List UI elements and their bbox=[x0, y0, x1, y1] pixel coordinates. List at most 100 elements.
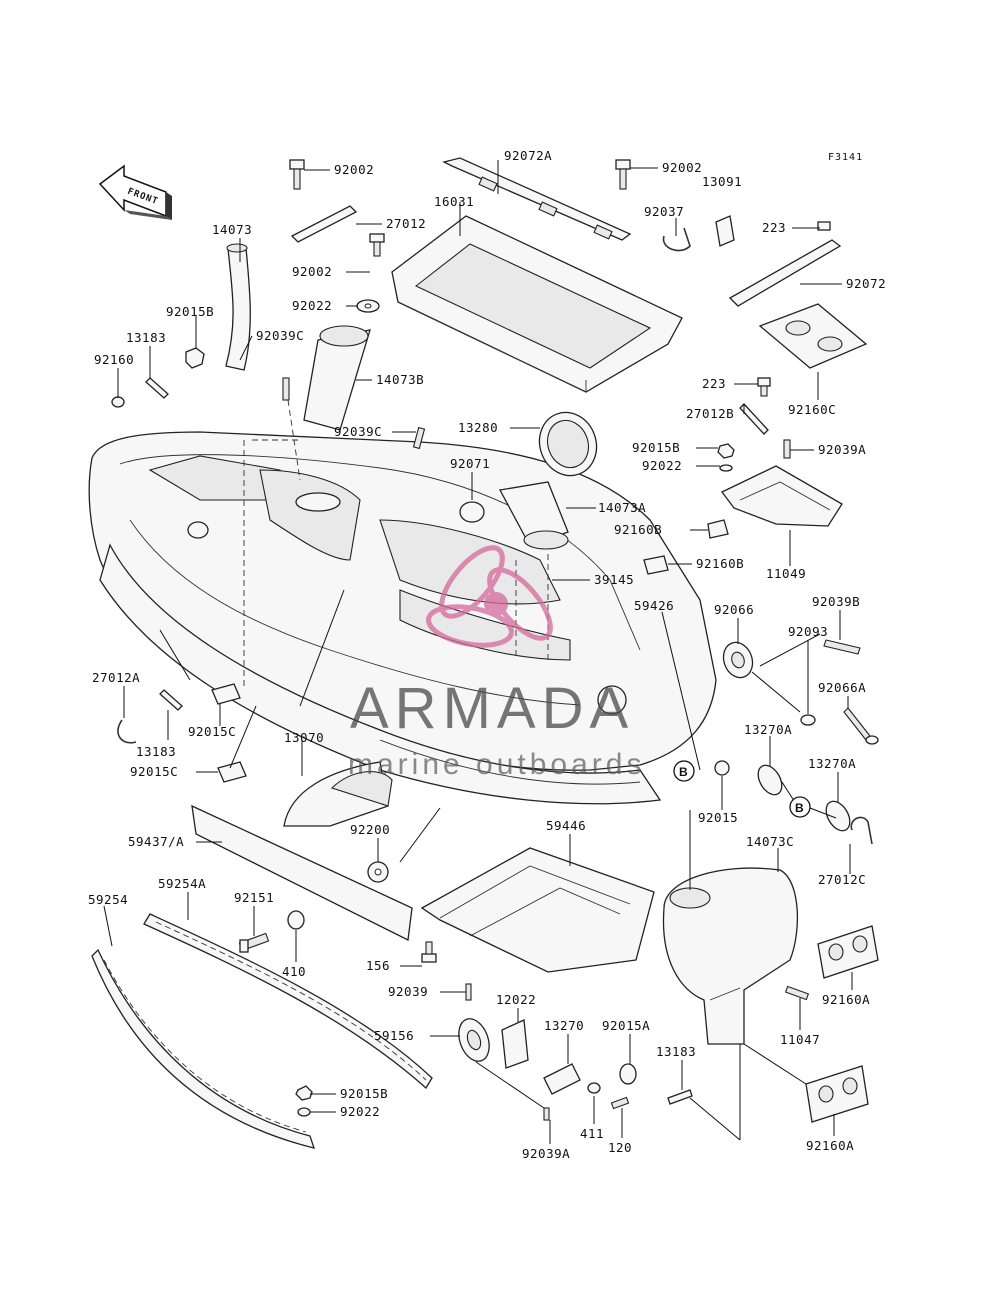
watermark-brand: ARMADA bbox=[350, 676, 634, 741]
label-92160b-b: 92160B bbox=[696, 556, 744, 571]
bracket-92072 bbox=[728, 221, 842, 307]
screw-120 bbox=[610, 1096, 630, 1110]
pin-92039b bbox=[823, 639, 861, 655]
plate-13270 bbox=[543, 1063, 581, 1095]
label-13183-b: 13183 bbox=[136, 744, 176, 759]
propeller-logo-icon bbox=[426, 545, 553, 648]
label-92015c-b: 92015C bbox=[130, 764, 178, 779]
label-92039a-b: 92039A bbox=[522, 1146, 570, 1161]
storage-tray-16031 bbox=[391, 215, 683, 393]
label-59156: 59156 bbox=[374, 1028, 414, 1043]
clip-13183-lower bbox=[667, 1089, 693, 1105]
front-arrow-icon: FRONT bbox=[98, 164, 172, 220]
grommet-92160 bbox=[111, 396, 125, 408]
label-92015c-a: 92015C bbox=[188, 724, 236, 739]
clip-27012a bbox=[117, 719, 137, 744]
bracket-92015c-lower bbox=[217, 761, 247, 783]
label-14073c: 14073C bbox=[746, 834, 794, 849]
label-92071: 92071 bbox=[450, 456, 490, 471]
label-92022-c: 92022 bbox=[340, 1104, 380, 1119]
strake-59254 bbox=[91, 948, 315, 1149]
mount-92160b-upper bbox=[707, 519, 729, 539]
label-39145: 39145 bbox=[594, 572, 634, 587]
strap-27012b bbox=[739, 403, 769, 435]
label-13270a-a: 13270A bbox=[744, 722, 792, 737]
duct-14073a bbox=[498, 481, 569, 550]
label-59254: 59254 bbox=[88, 892, 128, 907]
knob-92066 bbox=[722, 641, 754, 679]
label-11049: 11049 bbox=[766, 566, 806, 581]
nut-92015b-right bbox=[717, 443, 735, 459]
cap-92071 bbox=[459, 501, 485, 523]
label-92160a-b: 92160A bbox=[806, 1138, 854, 1153]
label-11047: 11047 bbox=[780, 1032, 820, 1047]
washer-92093 bbox=[800, 714, 816, 726]
label-92160-a: 92160 bbox=[94, 352, 134, 367]
bolt-92002-left bbox=[289, 159, 305, 190]
screw-223-right bbox=[757, 377, 771, 397]
nut-92015 bbox=[714, 760, 730, 776]
label-92066: 92066 bbox=[714, 602, 754, 617]
label-223-b: 223 bbox=[702, 376, 726, 391]
label-92072: 92072 bbox=[846, 276, 886, 291]
label-92037: 92037 bbox=[644, 204, 684, 219]
pin-92039a-right bbox=[783, 439, 791, 459]
clip-13183-left bbox=[145, 377, 169, 399]
label-16031: 16031 bbox=[434, 194, 474, 209]
label-223-a: 223 bbox=[762, 220, 786, 235]
label-14073a: 14073A bbox=[598, 500, 646, 515]
label-13183-c: 13183 bbox=[656, 1044, 696, 1059]
label-92160a-a: 92160A bbox=[822, 992, 870, 1007]
label-59426: 59426 bbox=[634, 598, 674, 613]
label-13270a-b: 13270A bbox=[808, 756, 856, 771]
clip-13183-mid bbox=[159, 689, 183, 711]
label-92066a: 92066A bbox=[818, 680, 866, 695]
pin-92039c-left bbox=[282, 377, 290, 401]
label-92015b-c: 92015B bbox=[340, 1086, 388, 1101]
clip-27012c bbox=[850, 816, 873, 845]
label-13183-a: 13183 bbox=[126, 330, 166, 345]
bolt-156 bbox=[421, 941, 437, 963]
watermark-tagline: marine outboards bbox=[348, 748, 645, 781]
bolt-11047 bbox=[784, 985, 810, 1001]
bolt-92066a bbox=[843, 707, 879, 745]
ring-13280 bbox=[538, 411, 598, 477]
pad-92160c bbox=[758, 303, 868, 369]
bolt-92151 bbox=[238, 932, 270, 953]
pin-92039 bbox=[465, 983, 472, 1001]
strap-27012 bbox=[290, 205, 358, 243]
label-92039b: 92039B bbox=[812, 594, 860, 609]
callout-b-upper: B bbox=[673, 760, 695, 782]
label-92039a-a: 92039A bbox=[818, 442, 866, 457]
mount-92160b-lower bbox=[643, 555, 669, 575]
callout-b-lower: B bbox=[789, 796, 811, 818]
label-120: 120 bbox=[608, 1140, 632, 1155]
label-411: 411 bbox=[580, 1126, 604, 1141]
intake-59156 bbox=[458, 1018, 490, 1062]
label-156: 156 bbox=[366, 958, 390, 973]
washer-92022-right bbox=[719, 464, 733, 472]
washer-92022-top bbox=[356, 299, 380, 313]
label-92160c: 92160C bbox=[788, 402, 836, 417]
svg-text:B: B bbox=[795, 801, 804, 815]
nut-92015b-left bbox=[185, 347, 205, 369]
gasket-12022 bbox=[501, 1019, 529, 1069]
label-92039c-a: 92039C bbox=[256, 328, 304, 343]
label-27012: 27012 bbox=[386, 216, 426, 231]
label-92015b-b: 92015B bbox=[632, 440, 680, 455]
washer-411 bbox=[587, 1082, 601, 1094]
cover-13070 bbox=[283, 761, 393, 827]
diagram-code: F3141 bbox=[828, 152, 863, 163]
clamp-92037 bbox=[662, 227, 691, 252]
label-92002-c: 92002 bbox=[292, 264, 332, 279]
label-410: 410 bbox=[282, 964, 306, 979]
label-92093: 92093 bbox=[788, 624, 828, 639]
pin-92039a-lower bbox=[543, 1107, 550, 1121]
label-59446: 59446 bbox=[546, 818, 586, 833]
part-labels: 92002 27012 92072A 92002 13091 16031 920… bbox=[88, 148, 886, 1161]
label-92022-b: 92022 bbox=[642, 458, 682, 473]
washer-410 bbox=[287, 910, 305, 930]
bracket-11049 bbox=[721, 465, 843, 527]
clip-13091 bbox=[715, 215, 735, 247]
strake-59254a bbox=[143, 913, 433, 1090]
